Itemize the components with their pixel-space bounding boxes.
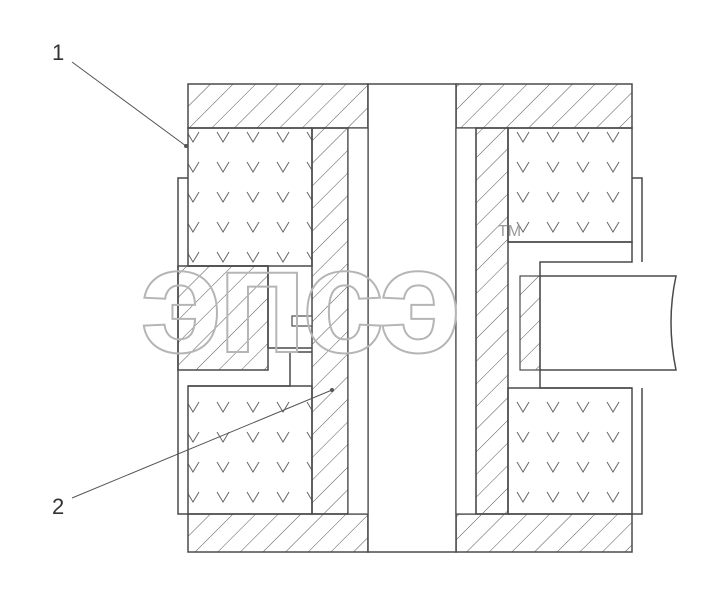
top-flange	[187, 83, 633, 129]
inner-sleeve	[311, 127, 509, 515]
callout-2: 2	[52, 388, 334, 519]
right-rubber-element	[507, 127, 633, 515]
left-rubber-element	[187, 127, 313, 515]
callout-1: 1	[52, 40, 188, 148]
callout-label-1: 1	[52, 40, 64, 65]
callout-label-2: 2	[52, 494, 64, 519]
right-bracket	[519, 177, 677, 515]
watermark: эпсэ TM	[139, 215, 521, 385]
left-housing-clamp	[177, 177, 269, 515]
central-bore	[367, 83, 457, 553]
trademark-label: TM	[498, 223, 521, 240]
watermark-text: эпсэ	[140, 216, 456, 384]
